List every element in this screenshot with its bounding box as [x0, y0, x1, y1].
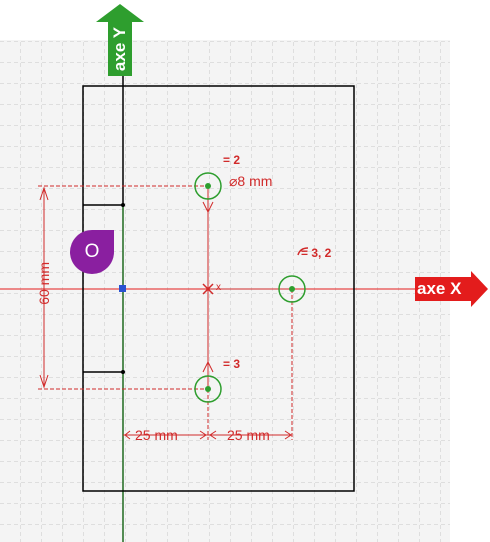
x-axis-arrow-icon: [471, 271, 488, 307]
constraint-top-hole: = 2: [223, 153, 241, 167]
y-axis-arrow-icon: [96, 4, 144, 22]
hole-bottom[interactable]: [194, 375, 222, 403]
grid-lines: [0, 40, 450, 542]
upper-notch-point: [121, 203, 125, 207]
center-cross: [202, 283, 214, 295]
vertical-dimension[interactable]: 60 mm: [36, 262, 52, 305]
constraint-right-hole: = 3, 2: [301, 246, 332, 260]
lower-notch-point: [121, 370, 125, 374]
dim-60-arrow-bottom: [39, 374, 49, 389]
horizontal-dimension-left[interactable]: 25 mm: [135, 427, 178, 443]
hole-right[interactable]: [278, 275, 306, 303]
horizontal-dimension-right[interactable]: 25 mm: [227, 427, 270, 443]
hole-top[interactable]: [194, 172, 222, 200]
diameter-dimension[interactable]: ⌀8 mm: [229, 173, 273, 189]
constraint-bottom-hole: = 3: [223, 357, 241, 371]
dim-60-arrow-top: [39, 186, 49, 201]
y-axis-label[interactable]: axe Y: [108, 22, 132, 76]
center-mark-label: x: [216, 282, 221, 293]
x-axis-label[interactable]: axe X: [415, 277, 471, 301]
vertical-arrow-bottom: [202, 360, 214, 373]
vertical-arrow-top: [202, 201, 214, 214]
origin-point[interactable]: [119, 285, 126, 292]
outer-rectangle[interactable]: [82, 85, 355, 492]
origin-label: O: [84, 241, 100, 262]
